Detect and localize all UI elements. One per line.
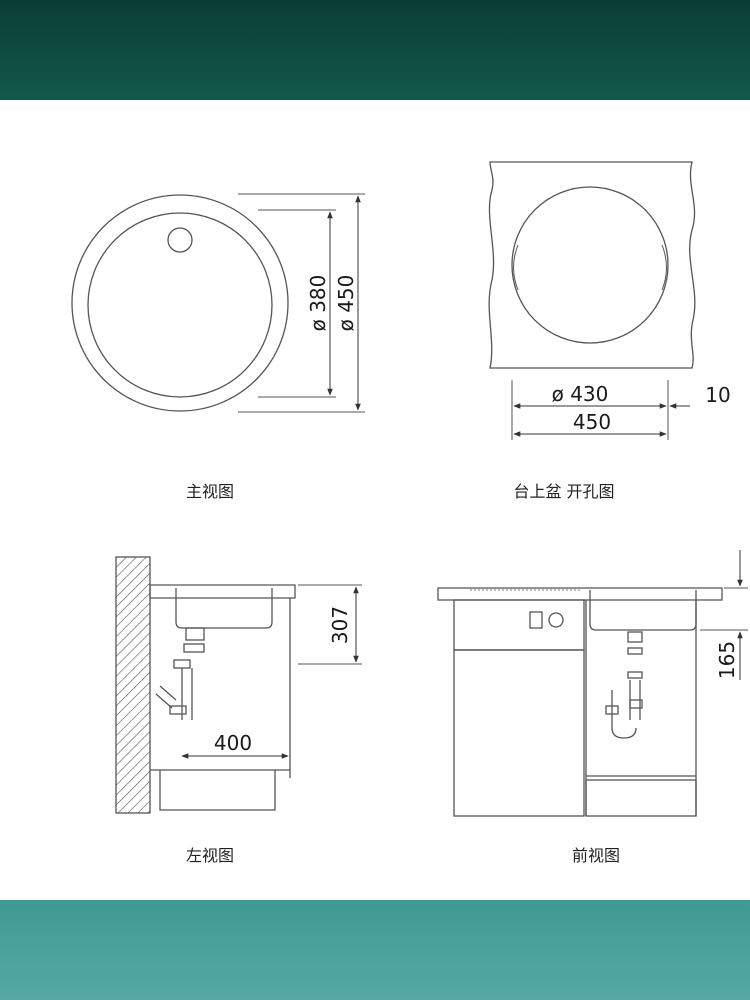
caption-cutout-view: 台上盆 开孔图 [513, 482, 615, 501]
side-pipe [155, 685, 177, 709]
dim-label-height: 307 [328, 606, 352, 644]
dishwasher-door [453, 649, 585, 817]
sink-outer-rim [71, 194, 289, 412]
drain-outlet-front [627, 631, 643, 643]
countertop-side [149, 584, 296, 599]
drain-outlet [185, 627, 205, 641]
dim-label-cutout-width: 450 [573, 410, 611, 434]
front-view [437, 550, 748, 817]
main-view [71, 193, 365, 413]
dim-label-outer-diameter: ø 450 [334, 275, 358, 332]
wall-hatched [115, 556, 151, 814]
dishwasher-panel [453, 599, 585, 651]
sink-bowl [87, 212, 273, 398]
sink-bowl-side [175, 588, 273, 629]
drain-hole [167, 227, 193, 253]
top-color-band [0, 0, 750, 100]
control-knob-square [529, 611, 543, 629]
dim-label-front-height: 165 [715, 641, 739, 679]
caption-main-view: 主视图 [185, 482, 234, 501]
left-view [115, 556, 362, 814]
cutout-hole [511, 186, 669, 344]
dim-label-cutout-diameter: ø 430 [552, 382, 609, 406]
cutout-view [488, 161, 696, 440]
control-knob-round [548, 612, 564, 628]
countertop-front [437, 587, 723, 601]
caption-left-view: 左视图 [185, 846, 234, 865]
dim-label-inner-diameter: ø 380 [306, 275, 330, 332]
caption-front-view: 前视图 [571, 846, 620, 865]
dim-label-depth: 400 [214, 731, 252, 755]
sink-bowl-front [589, 590, 697, 631]
countertop-slab [488, 161, 696, 369]
dim-label-margin: 10 [705, 383, 730, 407]
bottom-color-band [0, 900, 750, 1000]
